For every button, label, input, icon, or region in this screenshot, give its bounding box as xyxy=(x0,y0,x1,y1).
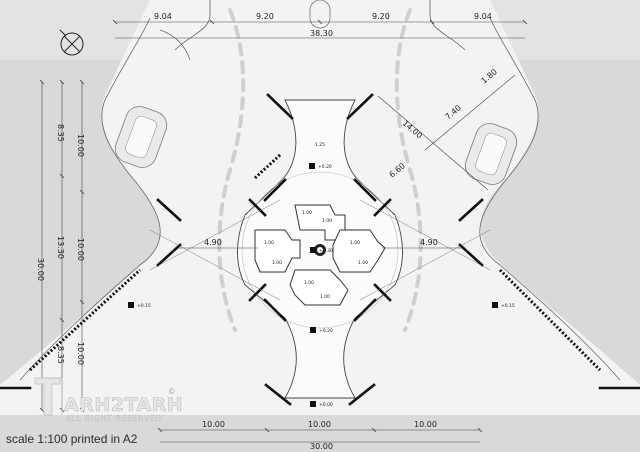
top-island xyxy=(309,0,331,29)
level-top: +0.20 xyxy=(318,164,332,170)
room-code: 1.00 xyxy=(302,210,312,216)
level-right: +0.15 xyxy=(501,303,515,309)
hatched-edges xyxy=(28,153,602,372)
logo-subtext: ALL RIGHT RESERVED xyxy=(66,414,162,423)
dim-bottom-2: 10.00 xyxy=(308,420,331,429)
room-code: 1.00 xyxy=(320,294,330,300)
room-labels: 1.00 1.00 1.00 1.00 1.00 1.00 1.00 1.00 xyxy=(264,210,368,300)
dim-left-outer: 30.00 xyxy=(36,258,45,281)
level-left: +0.15 xyxy=(137,303,151,309)
room-code: 1.00 xyxy=(304,280,314,286)
dim-bottom-1: 10.00 xyxy=(202,420,225,429)
scale-caption: scale 1:100 printed in A2 xyxy=(6,432,138,446)
room-code: 1.00 xyxy=(322,218,332,224)
block-right xyxy=(490,0,640,60)
dim-left-mid-1: 8.35 xyxy=(56,124,65,142)
block-left xyxy=(0,0,150,60)
room-code: 1.00 xyxy=(350,240,360,246)
level-edge: +0.00 xyxy=(319,402,333,408)
dimension-ticks xyxy=(39,19,528,433)
road-edges xyxy=(19,0,621,381)
dim-bottom-total: 30.00 xyxy=(310,442,333,451)
dim-top-3: 9.20 xyxy=(372,12,390,21)
north-arrow-icon xyxy=(59,29,84,56)
dim-arm-left: 4.90 xyxy=(204,238,222,247)
dim-top-1: 9.04 xyxy=(154,12,172,21)
dim-left-mid-3: 8.35 xyxy=(56,346,65,364)
parking-right xyxy=(464,123,518,185)
dim-left-mid-2: 13.30 xyxy=(56,236,65,259)
dim-bottom-3: 10.00 xyxy=(414,420,437,429)
logo-copyright: © xyxy=(168,387,176,396)
dim-top-2: 9.20 xyxy=(256,12,274,21)
level-center: +0.30 xyxy=(319,248,333,254)
construction-lines xyxy=(149,199,491,301)
parking-left xyxy=(114,106,168,168)
room-code: 1.00 xyxy=(358,260,368,266)
room-code: 1.00 xyxy=(264,240,274,246)
dim-left-inner-3: 10.00 xyxy=(76,342,85,365)
dim-left-inner-1: 10.00 xyxy=(76,134,85,157)
central-building xyxy=(237,99,403,399)
logo-text: ARH2TARH xyxy=(64,394,183,416)
dim-arm-right: 4.90 xyxy=(420,238,438,247)
brand-logo: ARH2TARH ALL RIGHT RESERVED © xyxy=(34,377,183,423)
dim-top-4: 9.04 xyxy=(474,12,492,21)
level-markers: +0.20 +0.30 +0.20 +0.00 +0.15 +0.15 xyxy=(128,163,515,408)
dim-left-inner-2: 10.00 xyxy=(76,238,85,261)
dim-small-top: 1.25 xyxy=(315,142,325,148)
walls xyxy=(0,93,640,406)
room-code: 1.00 xyxy=(272,260,282,266)
level-bottom: +0.20 xyxy=(319,328,333,334)
dim-top-total: 38.30 xyxy=(310,29,333,38)
